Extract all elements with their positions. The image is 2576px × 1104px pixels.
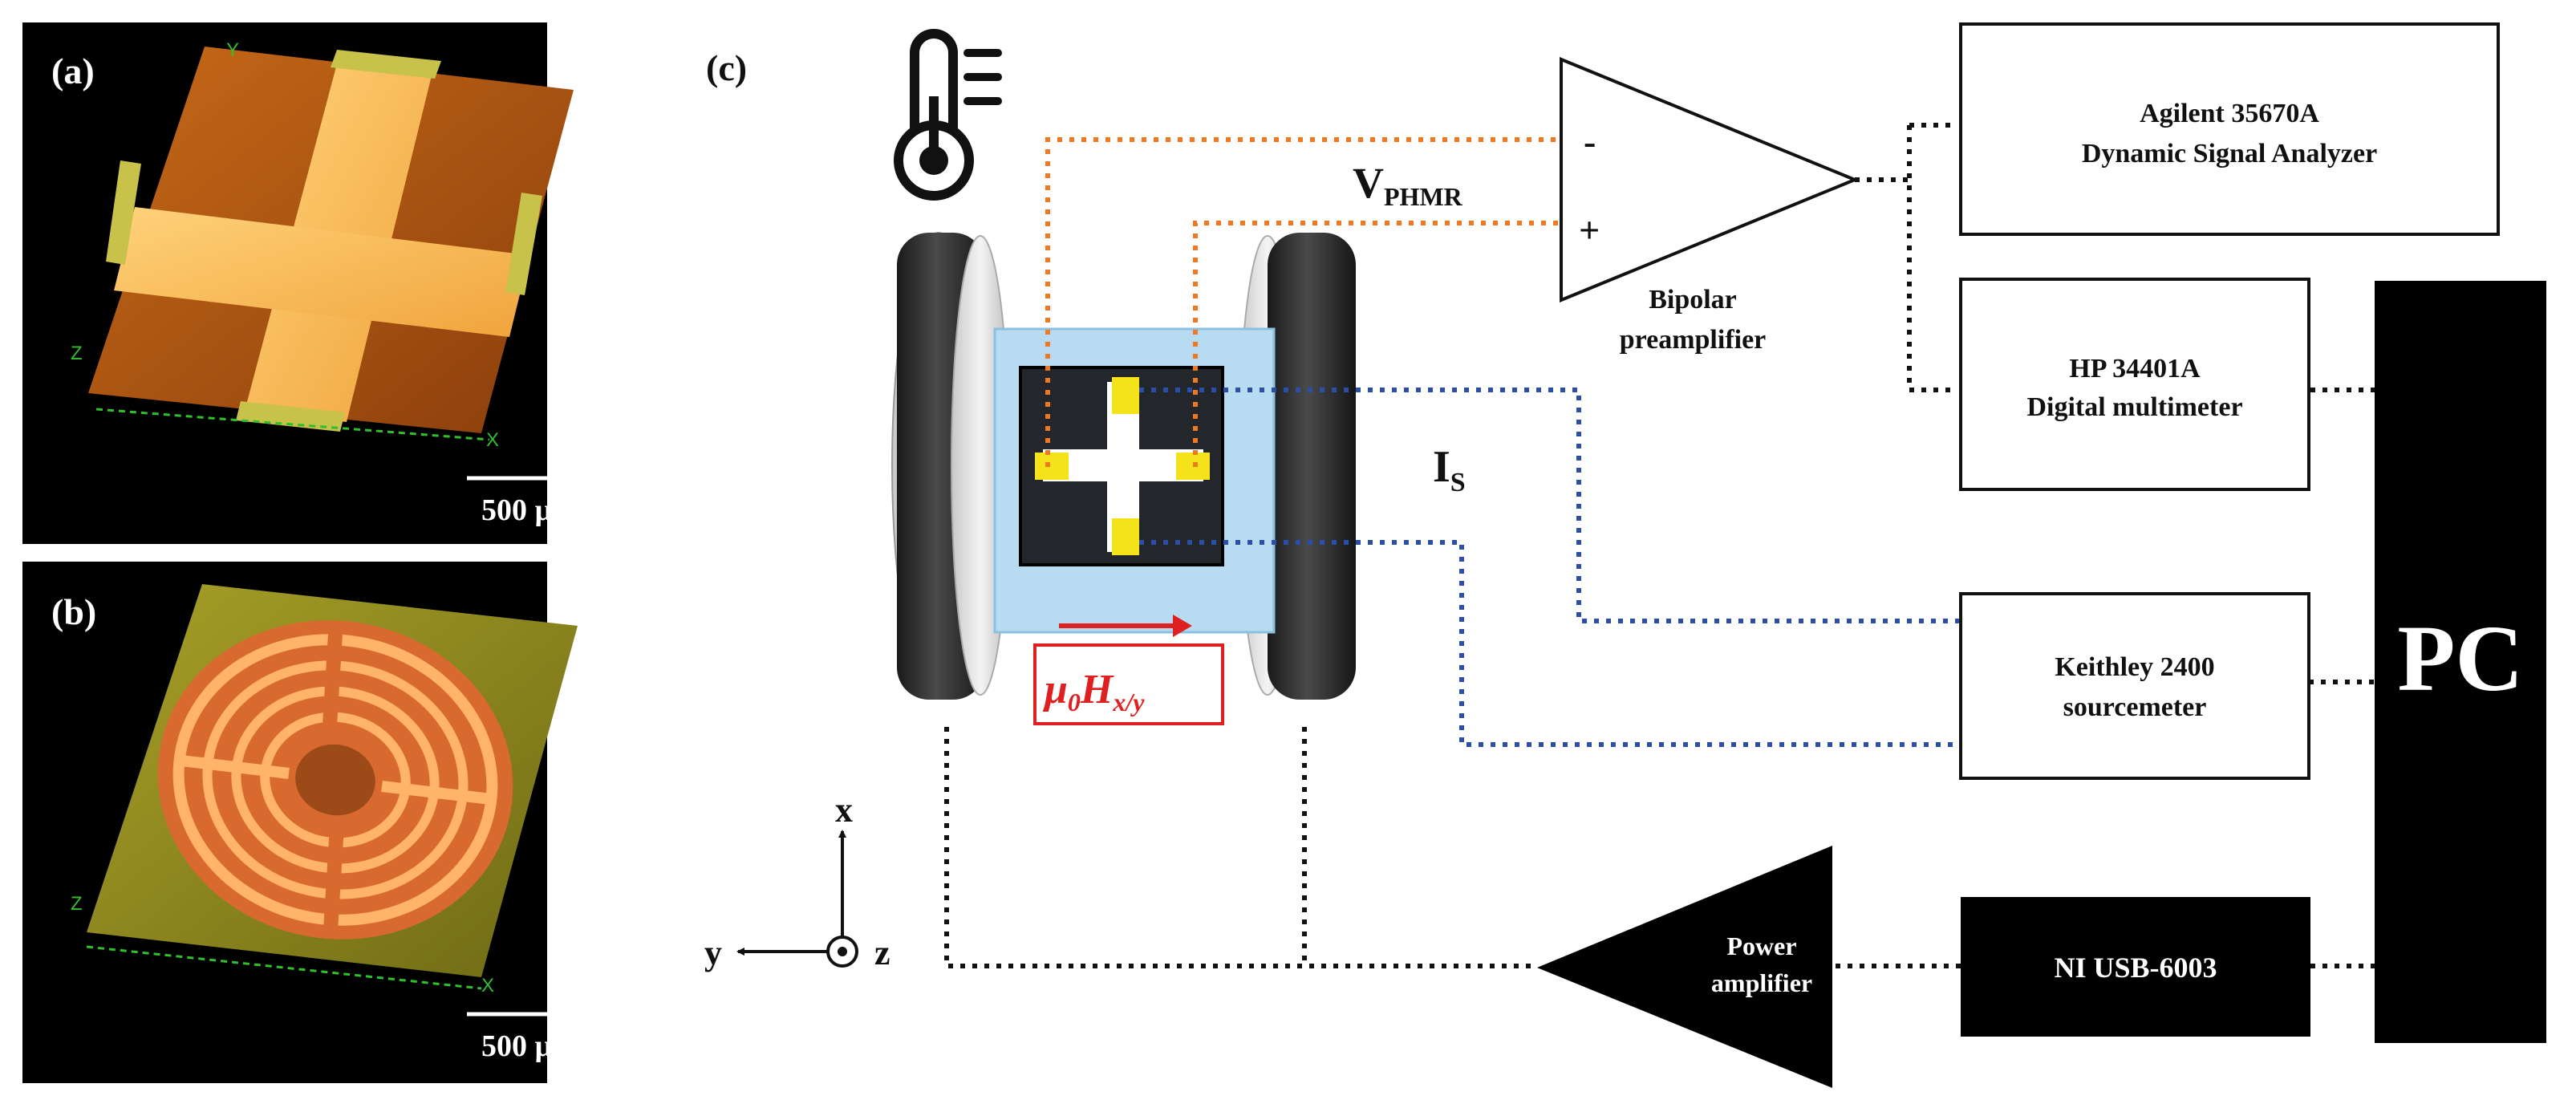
amp-minus-sign: - [1584, 121, 1596, 162]
left-coil [891, 232, 1010, 700]
daq-label: NI USB-6003 [2054, 952, 2217, 984]
hall-cross-sample [1035, 377, 1210, 555]
panel-a-axis-z: Z [71, 343, 83, 364]
analyzer-label-line1: Agilent 35670A [2140, 99, 2319, 128]
panel-b-scale-label: 500 µm [481, 1029, 578, 1063]
axis-z-label: z [874, 933, 890, 972]
panel-b-axis-x: X [481, 975, 494, 996]
current-wires [1139, 388, 1961, 747]
axis-x-label: x [835, 790, 853, 830]
thermometer-icon [894, 29, 1002, 201]
field-label: μ0Hx/y [1042, 667, 1145, 716]
voltage-label: VPHMR [1353, 159, 1463, 211]
power-amp-label-line1: Power [1726, 932, 1796, 960]
field-label-box [1033, 643, 1224, 725]
pc-label: PC [2397, 606, 2523, 711]
pc-box: PC [2375, 281, 2546, 1043]
bipolar-preamplifier: - + [1560, 57, 1860, 302]
signal-analyzer-box: Agilent 35670A Dynamic Signal Analyzer [1959, 22, 2500, 236]
panel-a-axis-x: X [486, 429, 499, 451]
power-amp-label-line2: amplifier [1711, 968, 1812, 997]
panel-a: (a) Y Z X 500 µm [22, 22, 624, 544]
control-wires [944, 123, 2375, 968]
panel-a-scale-label: 500 µm [481, 493, 578, 527]
panel-b: (b) Z X 500 µm [22, 562, 624, 1083]
panel-b-label: (b) [51, 591, 96, 632]
panel-a-label: (a) [51, 51, 95, 91]
power-amplifier: Power amplifier [1537, 846, 1832, 1088]
panel-a-axis-y: Y [226, 39, 239, 61]
axis-y-label: y [704, 933, 722, 972]
multimeter-box: HP 34401A Digital multimeter [1959, 278, 2310, 491]
preamp-label-line1: Bipolar [1649, 285, 1737, 315]
field-indicator: μ0Hx/y [1033, 615, 1224, 725]
panel-b-axis-z: Z [71, 893, 83, 915]
daq-box: NI USB-6003 [1961, 897, 2310, 1037]
sourcemeter-box: Keithley 2400 sourcemeter [1959, 592, 2310, 780]
preamp-label-line2: preamplifier [1620, 325, 1767, 355]
sourcemeter-label-line2: sourcemeter [2063, 692, 2207, 722]
panel-c-label: (c) [706, 47, 747, 88]
current-label: IS [1433, 442, 1466, 497]
coordinate-axes-icon [736, 830, 858, 968]
amp-plus-sign: + [1579, 209, 1600, 250]
voltage-wires [1045, 137, 1558, 467]
multimeter-label-line1: HP 34401A [2069, 354, 2201, 384]
cross-device-3d-image [88, 47, 574, 441]
panel-c: (c) [704, 22, 2546, 1088]
maze-device-3d-image [86, 584, 578, 990]
multimeter-label-line2: Digital multimeter [2026, 392, 2242, 422]
sourcemeter-label-line1: Keithley 2400 [2055, 652, 2214, 682]
analyzer-label-line2: Dynamic Signal Analyzer [2082, 139, 2377, 168]
